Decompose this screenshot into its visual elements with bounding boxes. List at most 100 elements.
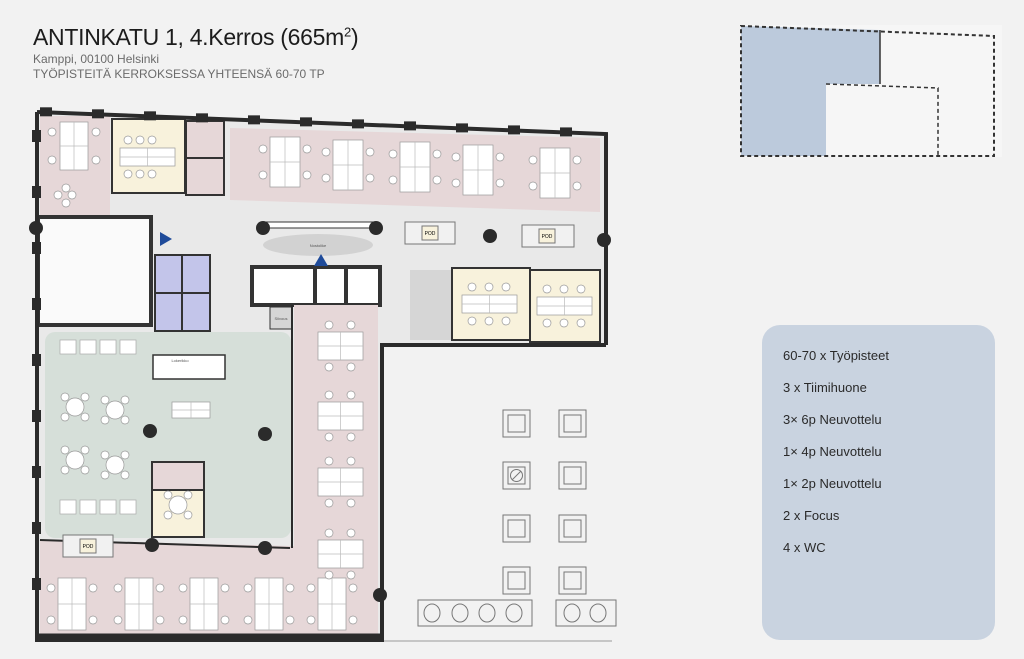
chair: [324, 498, 334, 508]
stairwell: [36, 215, 153, 327]
facade-pillar: [196, 113, 208, 123]
facade-pillar: [32, 466, 41, 478]
planter-inner: [563, 414, 582, 433]
chair: [346, 432, 356, 442]
chair: [60, 465, 70, 475]
entrance-marker-icon: [160, 232, 172, 246]
chair: [346, 528, 356, 538]
planter: [558, 566, 587, 595]
chair: [80, 392, 90, 402]
facade-pillar: [144, 111, 156, 121]
chair: [467, 316, 477, 326]
chair: [91, 155, 101, 165]
planter-inner: [507, 571, 526, 590]
chair: [113, 615, 123, 625]
chair: [495, 152, 505, 162]
building-thumbnail: [740, 24, 1002, 157]
chair: [324, 432, 334, 442]
chair: [432, 149, 442, 159]
pod-1: POD: [404, 221, 456, 245]
chair: [100, 395, 110, 405]
chair: [178, 615, 188, 625]
chair: [559, 284, 569, 294]
chair: [302, 170, 312, 180]
walls: [35, 110, 608, 642]
chair: [183, 510, 193, 520]
chair: [47, 127, 57, 137]
lockers: [152, 354, 226, 380]
facade-pillar: [32, 410, 41, 422]
facade-pillar: [32, 522, 41, 534]
lift-label: Nostolike: [310, 243, 327, 248]
round-table: [168, 495, 188, 515]
chair: [346, 456, 356, 466]
chair: [432, 175, 442, 185]
planter-inner: [563, 519, 582, 538]
planter: [502, 566, 531, 595]
chair: [61, 183, 71, 193]
facade-pillar: [248, 115, 260, 125]
chair: [100, 470, 110, 480]
chair: [528, 155, 538, 165]
chair: [91, 127, 101, 137]
legend-item-workstations: 60-70 x Työpisteet: [783, 348, 889, 363]
chair: [113, 583, 123, 593]
column: [258, 427, 272, 441]
planter-inner: [507, 519, 526, 538]
title-text: ANTINKATU 1, 4.Kerros (665m: [33, 24, 345, 50]
facade-pillar: [456, 123, 468, 133]
chair: [120, 415, 130, 425]
column: [258, 541, 272, 555]
lounge-seat: [59, 339, 77, 355]
facade-pillar: [32, 298, 41, 310]
lounge-seat: [79, 339, 97, 355]
chair: [346, 390, 356, 400]
planter: [502, 514, 531, 543]
facade-pillar: [32, 242, 41, 254]
planter: [558, 461, 587, 490]
chair: [306, 615, 316, 625]
planter-inner: [563, 571, 582, 590]
chair: [155, 583, 165, 593]
facade-pillar: [32, 354, 41, 366]
chair: [576, 284, 586, 294]
title-end: ): [350, 24, 359, 50]
chair: [46, 583, 56, 593]
facade-pillar: [404, 121, 416, 131]
chair: [183, 490, 193, 500]
planter: [502, 409, 531, 438]
round-table: [65, 450, 85, 470]
courtyard: [384, 409, 617, 642]
chair: [243, 615, 253, 625]
chair: [220, 583, 230, 593]
facade-pillar: [32, 130, 41, 142]
bench-seat: [505, 603, 523, 623]
chair: [60, 412, 70, 422]
title-superscript: 2: [344, 24, 351, 40]
pod-3: POD: [62, 534, 114, 558]
lift-area: [263, 234, 373, 256]
chair: [100, 450, 110, 460]
pod-label: POD: [542, 234, 553, 240]
chair: [88, 583, 98, 593]
chair: [258, 144, 268, 154]
chair: [60, 445, 70, 455]
chair: [324, 528, 334, 538]
bench: [417, 599, 533, 627]
chair: [88, 615, 98, 625]
chair: [324, 320, 334, 330]
chair: [100, 415, 110, 425]
lounge-seat: [119, 499, 137, 515]
chair: [285, 615, 295, 625]
legend-item-4p-meeting: 1× 4p Neuvottelu: [783, 444, 882, 459]
chair: [388, 175, 398, 185]
planter: [558, 409, 587, 438]
you-are-here-marker-icon: [314, 254, 328, 266]
chair: [451, 152, 461, 162]
lounge: [45, 332, 291, 538]
capacity-subtitle: TYÖPISTEITÄ KERROKSESSA YHTEENSÄ 60-70 T…: [33, 67, 325, 81]
column: [373, 588, 387, 602]
chair: [147, 169, 157, 179]
chair: [163, 510, 173, 520]
lounge-seat: [59, 499, 77, 515]
